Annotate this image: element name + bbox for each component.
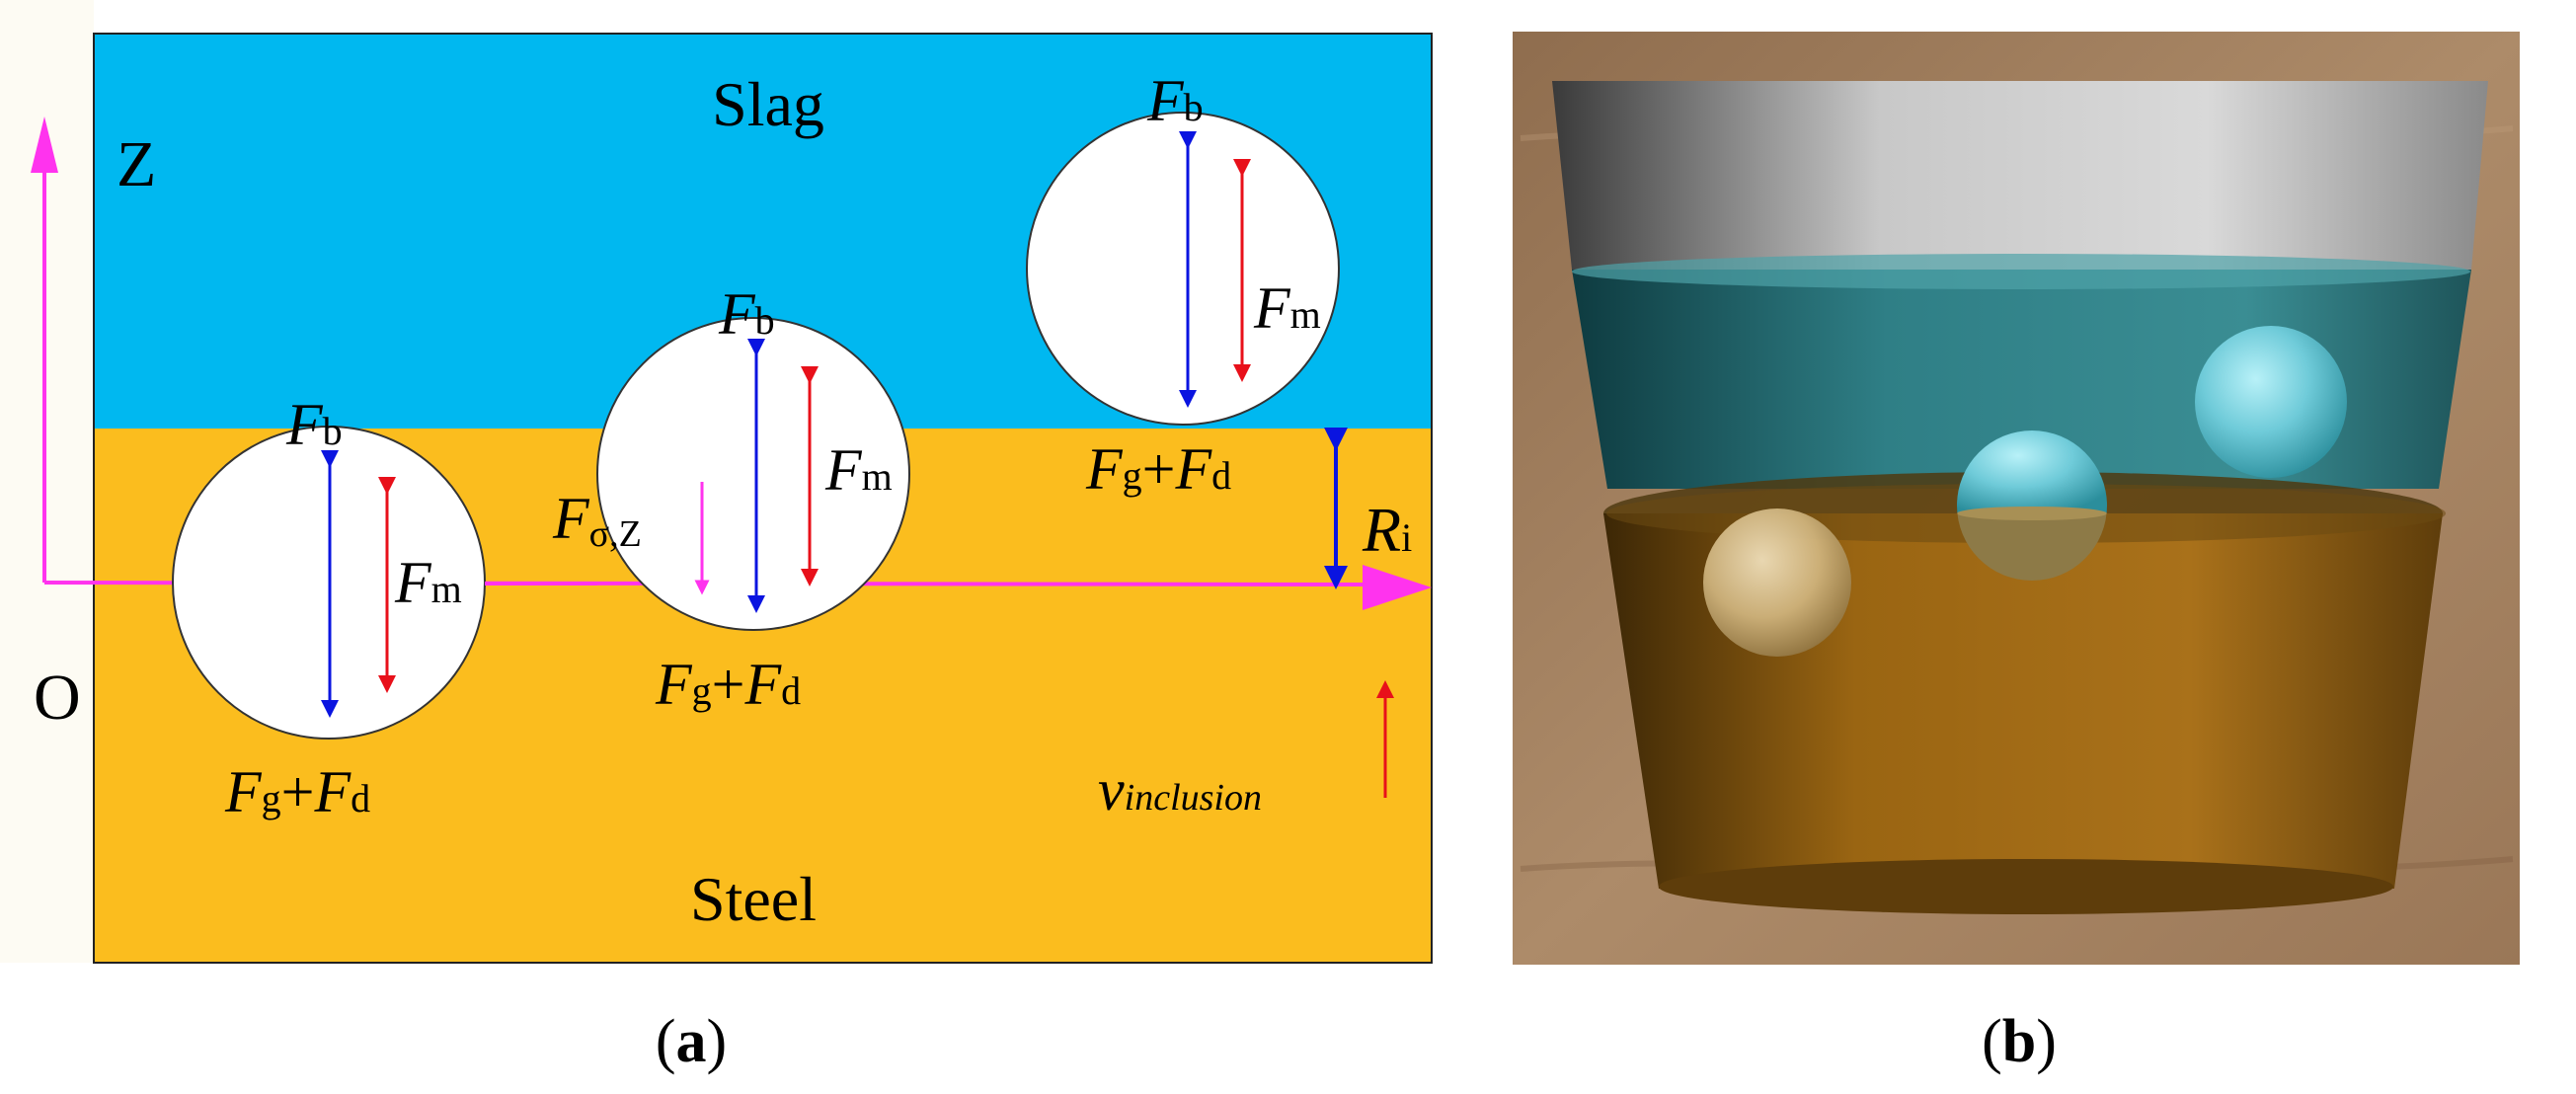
force-label-surface-tension: Fσ,Z [552,486,642,555]
inclusion-sphere-at-interface [1957,430,2107,581]
steel-label: Steel [690,864,817,934]
force-label-gravity-drag-middle: Fg+Fd [655,652,801,717]
cup-bottom [1659,859,2393,914]
z-axis-arrowhead [31,117,58,173]
caption-a: (a) [656,1008,727,1075]
force-label-buoyancy-middle: Fb [718,281,775,347]
inclusion-sphere-right [1026,112,1340,426]
force-label-gravity-drag-right: Fg+Fd [1085,436,1231,502]
force-label-magnetic-right: Fm [1253,275,1321,341]
cup-upper-wall [1552,81,2488,270]
force-label-magnetic-left: Fm [394,550,462,615]
slag-surface [1572,254,2470,289]
inclusion-sphere-in-steel [1703,508,1851,657]
panel-b: (b) [1513,32,2520,1075]
caption-b: (b) [1982,1008,2057,1075]
domain-border [93,33,1433,964]
force-label-buoyancy-right: Fb [1146,68,1204,133]
inclusion-sphere-in-slag [2195,326,2347,478]
velocity-label: vinclusion [1098,757,1262,822]
force-label-magnetic-middle: Fm [824,437,893,503]
r-axis-arrowhead [1363,565,1432,610]
origin-label: O [34,662,81,734]
slag-label: Slag [712,69,824,139]
force-label-gravity-drag-left: Fg+Fd [224,759,370,824]
z-axis-label: Z [117,128,156,200]
radius-label: Ri [1362,495,1412,565]
panel-a: Slag Steel Z O Fb Fm Fg+Fd Fb Fm Fσ,Z Fg… [0,0,1433,1075]
force-label-buoyancy-left: Fb [285,392,343,457]
